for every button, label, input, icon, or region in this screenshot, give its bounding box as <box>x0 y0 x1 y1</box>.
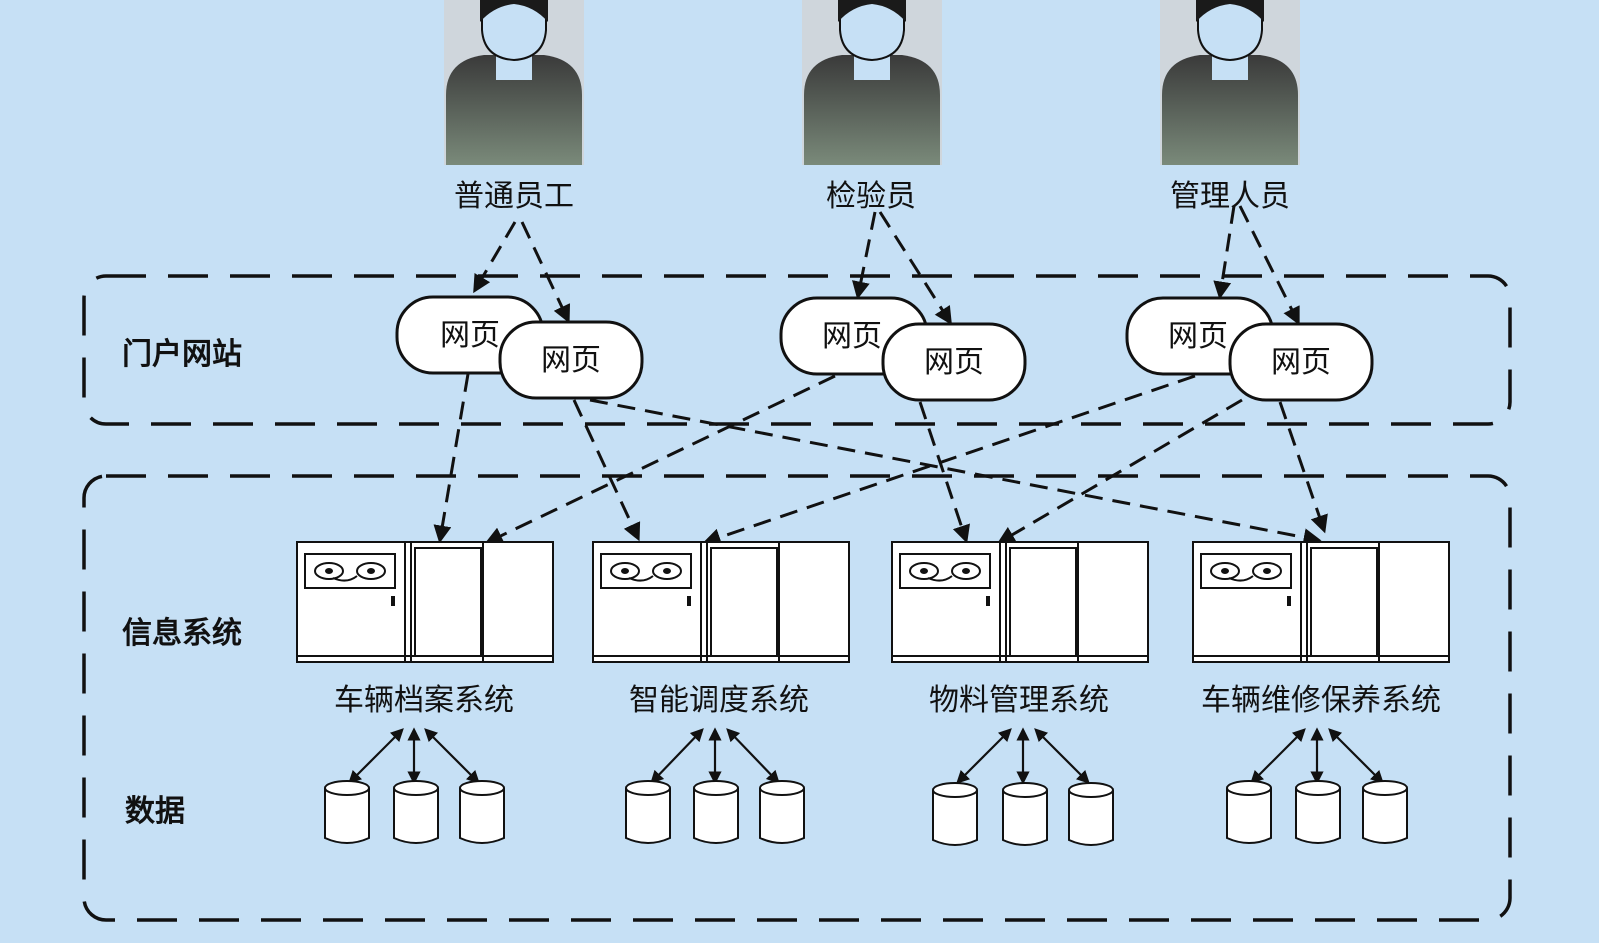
server-icon <box>296 541 554 663</box>
database-icon <box>1362 780 1408 844</box>
server-icon <box>891 541 1149 663</box>
portal-layer-label: 门户网站 <box>122 337 242 372</box>
database-icon <box>932 782 978 846</box>
user-general-staff: 普通员工 <box>443 0 585 214</box>
user-label-manager: 管理人员 <box>1170 179 1290 214</box>
database-icon <box>759 780 805 844</box>
arrow-manager-page1 <box>1213 205 1236 300</box>
arrow-inspector-page1 <box>852 211 877 300</box>
page-label: 网页 <box>924 345 984 380</box>
portal-layer-box <box>82 274 1512 426</box>
user-inspector: 检验员 <box>801 0 943 214</box>
data-group-dispatch <box>625 727 805 844</box>
database-icon <box>393 780 439 844</box>
page-bubble: 网页 <box>498 320 644 400</box>
server-icon <box>1192 541 1450 663</box>
arrow-manager-page2 <box>1238 205 1300 326</box>
page-label: 网页 <box>1271 345 1331 380</box>
data-group-maintenance <box>1226 727 1408 844</box>
user-label-inspector: 检验员 <box>826 179 916 214</box>
page-label: 网页 <box>541 343 601 378</box>
arrow-page-system <box>589 398 1322 547</box>
person-icon <box>801 0 943 166</box>
user-label-general-staff: 普通员工 <box>454 179 574 214</box>
data-group-vehicle-archive <box>324 727 505 844</box>
arrow-staff-page1 <box>473 221 517 294</box>
system-label-maintenance: 车辆维修保养系统 <box>1201 683 1441 718</box>
system-label-dispatch: 智能调度系统 <box>629 683 809 718</box>
page-bubble: 网页 <box>881 322 1027 402</box>
page-label: 网页 <box>1168 319 1228 354</box>
arrow-page-system <box>1278 401 1328 534</box>
user-manager: 管理人员 <box>1159 0 1301 214</box>
arrow-page-system <box>484 374 836 544</box>
page-bubble: 网页 <box>1228 322 1374 402</box>
arrow-page-system <box>572 399 641 542</box>
database-icon <box>1002 782 1048 846</box>
database-icon <box>1226 780 1272 844</box>
person-icon <box>1159 0 1301 166</box>
page-label: 网页 <box>822 319 882 354</box>
arrow-page-system <box>702 374 1196 546</box>
database-icon <box>459 780 505 844</box>
database-icon <box>625 780 671 844</box>
database-icon <box>324 780 370 844</box>
arrow-inspector-page2 <box>878 211 952 326</box>
arrow-page-system <box>996 398 1243 544</box>
system-label-material: 物料管理系统 <box>929 683 1109 718</box>
arrow-staff-page2 <box>520 221 571 324</box>
info-layer-label: 信息系统 <box>122 616 242 651</box>
arrow-page-system <box>918 401 970 544</box>
data-layer-label: 数据 <box>125 794 185 829</box>
database-icon <box>693 780 739 844</box>
page-label: 网页 <box>440 318 500 353</box>
info-layer-box <box>82 474 1512 922</box>
database-icon <box>1295 780 1341 844</box>
arrow-page-system <box>433 373 470 544</box>
server-icon <box>592 541 850 663</box>
person-icon <box>443 0 585 166</box>
system-label-vehicle-archive: 车辆档案系统 <box>334 683 514 718</box>
data-group-material <box>932 727 1114 846</box>
database-icon <box>1068 782 1114 846</box>
